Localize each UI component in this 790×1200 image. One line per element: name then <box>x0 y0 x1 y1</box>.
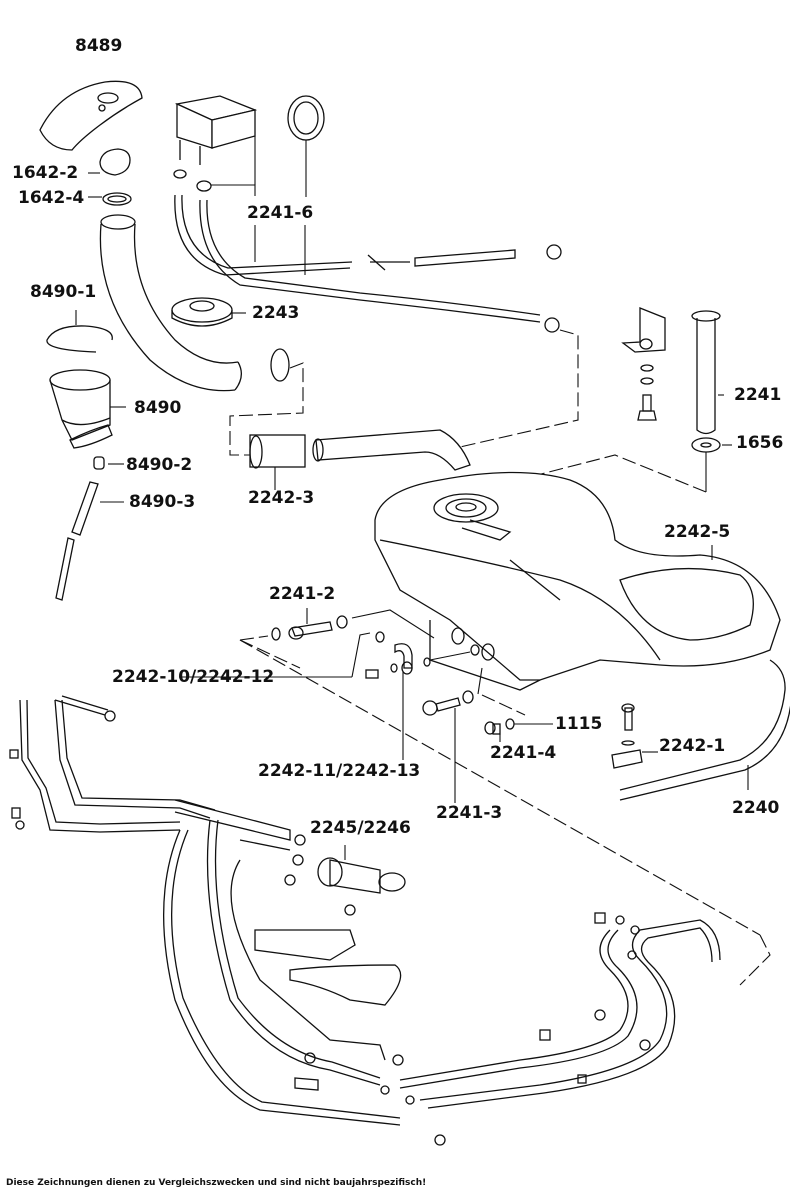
part-2242-5-fuel-tank <box>374 471 781 691</box>
label-1642-2: 1642-2 <box>12 163 79 183</box>
label-2245-2246: 2245/2246 <box>310 818 411 838</box>
label-2242-11-2242-13: 2242-11/2242-13 <box>258 761 421 781</box>
part-fuel-lines-right <box>294 912 771 1146</box>
label-8490-1: 8490-1 <box>30 282 97 302</box>
part-2241-sender <box>439 310 732 501</box>
label-2242-5: 2242-5 <box>664 522 731 542</box>
part-2242-3-hose <box>229 348 471 490</box>
label-2242-3: 2242-3 <box>248 488 315 508</box>
label-8490-3: 8490-3 <box>129 492 196 512</box>
part-bracket-bolt <box>621 307 666 421</box>
label-2241: 2241 <box>734 385 782 405</box>
part-filler-hose <box>99 214 242 392</box>
part-1642-2-cap <box>88 148 131 176</box>
part-2241-2-fitting <box>239 608 761 936</box>
part-2241-3-bolt <box>422 667 553 803</box>
part-2240-strap <box>619 659 790 801</box>
label-8490-2: 8490-2 <box>126 455 193 475</box>
label-2242-10-2242-12: 2242-10/2242-12 <box>112 667 275 687</box>
part-2245-2246-pump <box>254 834 406 1006</box>
part-1642-4-seal <box>88 192 132 206</box>
part-2242-1-bracket <box>611 703 658 769</box>
label-2243: 2243 <box>252 303 300 323</box>
label-1115: 1115 <box>555 714 603 734</box>
part-hose-clamp <box>459 317 579 448</box>
label-1656: 1656 <box>736 433 784 453</box>
label-2241-4: 2241-4 <box>490 743 557 763</box>
label-2241-6: 2241-6 <box>247 203 314 223</box>
label-2241-3: 2241-3 <box>436 803 503 823</box>
disclaimer-footer: Diese Zeichnungen dienen zu Vergleichszw… <box>6 1178 427 1188</box>
part-fuel-lines <box>9 695 401 1126</box>
label-2241-2: 2241-2 <box>269 584 336 604</box>
label-2240: 2240 <box>732 798 780 818</box>
label-2242-1: 2242-1 <box>659 736 726 756</box>
part-2241-6-relay <box>173 95 562 323</box>
part-8490-boot <box>49 369 126 449</box>
part-2242-10-banjo <box>179 631 480 760</box>
part-8490-2-3 <box>55 456 124 601</box>
part-2241-6-ring <box>287 95 325 197</box>
label-8490: 8490 <box>134 398 182 418</box>
part-8490-1-ring <box>46 310 113 353</box>
part-2243-grommet <box>171 297 246 327</box>
label-8489: 8489 <box>75 36 123 56</box>
label-1642-4: 1642-4 <box>18 188 85 208</box>
part-8489-cover <box>39 80 143 151</box>
